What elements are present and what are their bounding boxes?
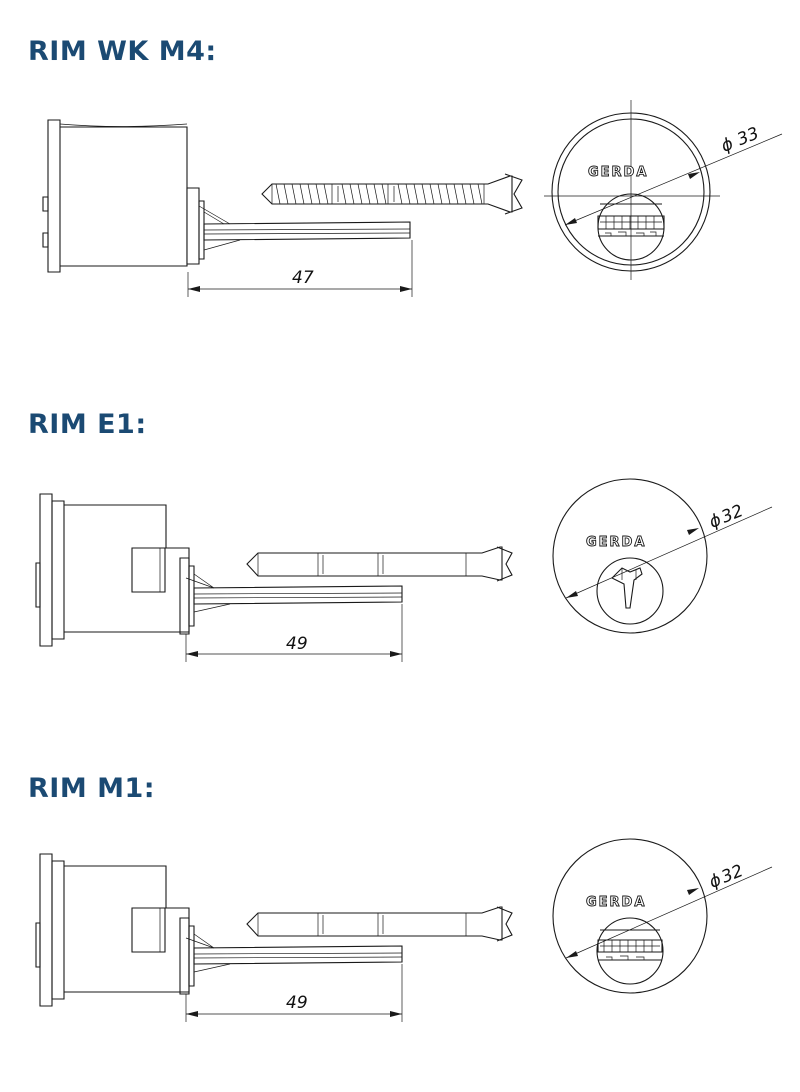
rim-e1-brand-logo: GERDA bbox=[586, 535, 646, 550]
rim-m1-front-view bbox=[553, 839, 772, 993]
svg-text:ϕ32: ϕ32 bbox=[706, 501, 746, 533]
svg-text:ϕ32: ϕ32 bbox=[706, 861, 746, 893]
rim-m1-diameter-value: 32 bbox=[719, 861, 747, 888]
section-title-rim-m1: RIM M1: bbox=[28, 773, 156, 804]
rim-m1-length-dimension bbox=[186, 964, 402, 1022]
rim-m1-side-view bbox=[36, 854, 512, 1006]
rim-wk-m4-length-label: 47 bbox=[292, 268, 314, 288]
rim-wk-m4-diameter-value: 33 bbox=[734, 124, 762, 151]
rim-e1-drawing: 49 GERDA ϕ32 bbox=[0, 485, 800, 675]
rim-e1-length-dimension bbox=[186, 604, 402, 662]
rim-m1-length-label: 49 bbox=[286, 993, 308, 1013]
rim-e1-length-label: 49 bbox=[286, 634, 308, 654]
rim-m1-drawing: 49 GERDA ϕ32 bbox=[0, 845, 800, 1035]
rim-m1-brand-logo: GERDA bbox=[586, 895, 646, 910]
rim-wk-m4-brand-logo: GERDA bbox=[588, 165, 648, 180]
rim-wk-m4-diameter-symbol: ϕ bbox=[718, 134, 736, 157]
section-title-rim-wk-m4: RIM WK M4: bbox=[28, 36, 217, 67]
rim-e1-side-view bbox=[36, 494, 512, 646]
rim-e1-diameter-value: 32 bbox=[719, 501, 747, 528]
rim-e1-front-view bbox=[553, 479, 772, 633]
rim-wk-m4-drawing: 47 GERDA ϕ33 bbox=[0, 95, 800, 325]
rim-wk-m4-length-dimension bbox=[188, 240, 412, 297]
rim-wk-m4-side-view bbox=[43, 120, 522, 272]
section-title-rim-e1: RIM E1: bbox=[28, 409, 147, 440]
rim-wk-m4-front-view bbox=[544, 100, 782, 280]
